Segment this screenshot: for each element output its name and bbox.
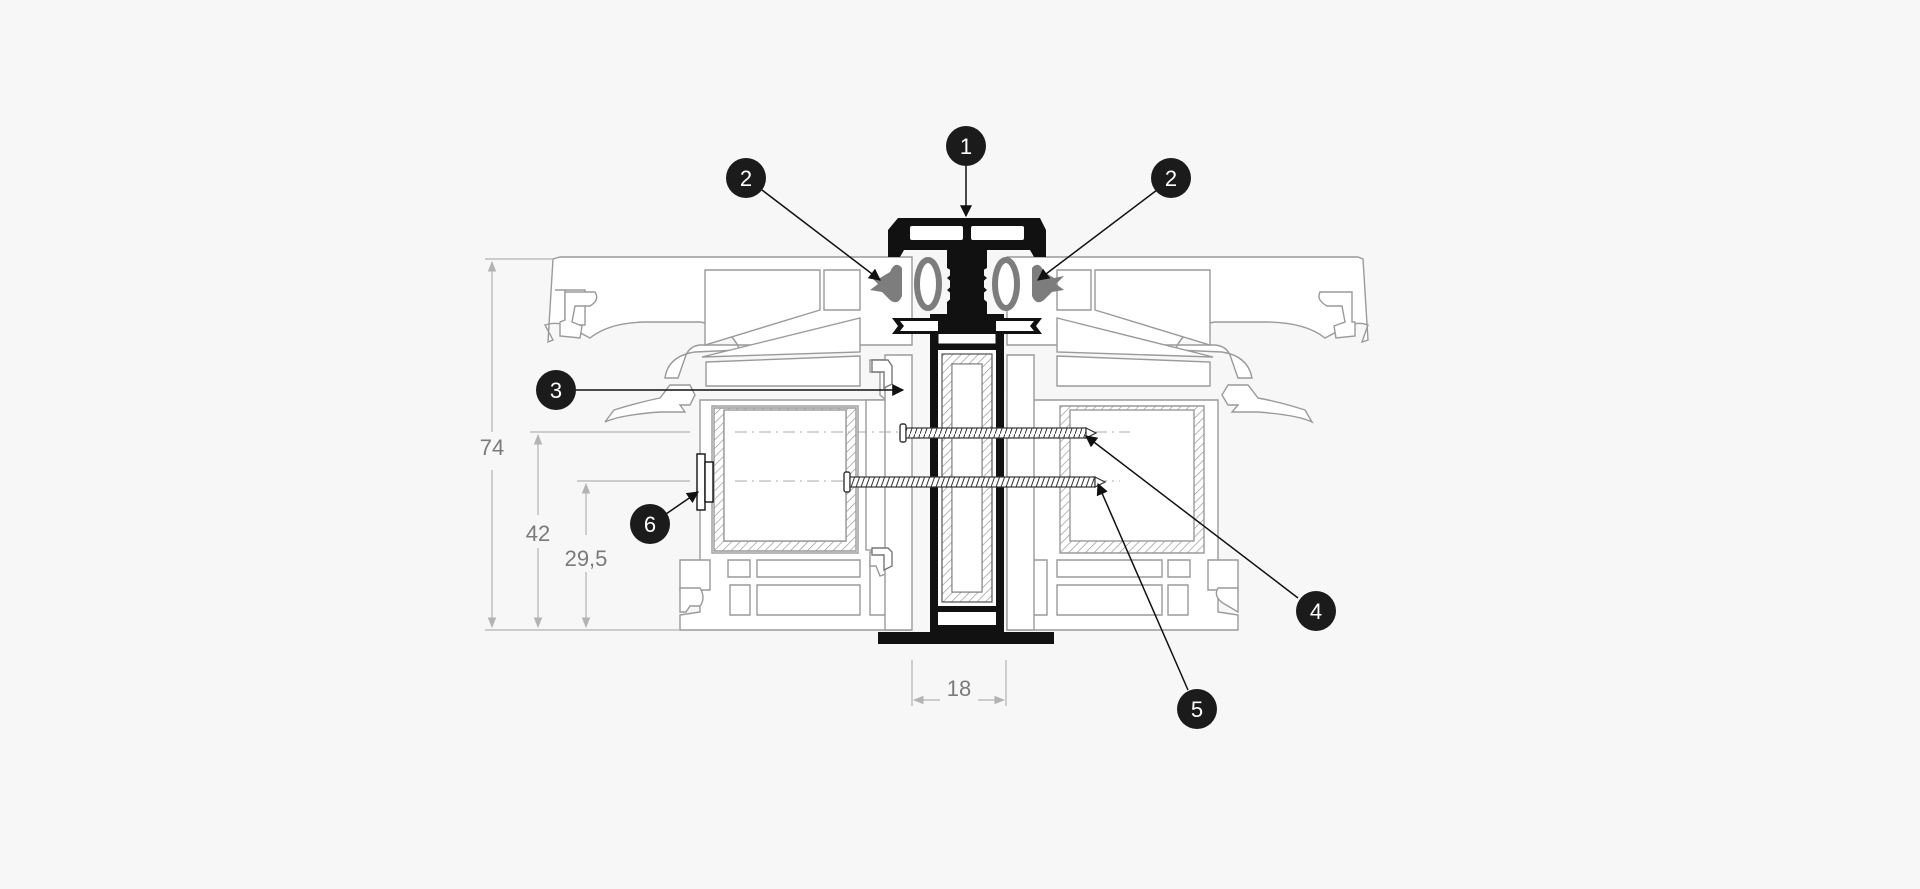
callout-1-number: 1 [960, 134, 972, 159]
dimension-18-label: 18 [947, 676, 971, 701]
callout-3: 3 [536, 370, 576, 410]
left-profile [543, 256, 913, 631]
lower-screw [843, 471, 1107, 493]
dimension-74-label: 74 [480, 435, 504, 460]
callout-leaders [576, 166, 1299, 691]
face-plate [696, 453, 714, 511]
screws [735, 423, 1130, 493]
dimension-29-5-label: 29,5 [565, 546, 608, 571]
dimension-42-label: 42 [526, 521, 550, 546]
callout-5-number: 5 [1191, 697, 1203, 722]
callout-6-number: 6 [644, 512, 656, 537]
callout-2-left-number: 2 [740, 166, 752, 191]
callout-5: 5 [1177, 689, 1217, 729]
callout-4-number: 4 [1310, 599, 1322, 624]
callout-4: 4 [1296, 591, 1336, 631]
dimension-lines [485, 258, 1007, 706]
right-profile [1006, 256, 1369, 631]
callout-3-number: 3 [550, 378, 562, 403]
callout-1: 1 [946, 126, 986, 166]
callout-2-right-number: 2 [1165, 166, 1177, 191]
callout-2-right: 2 [1151, 158, 1191, 198]
callout-6: 6 [630, 504, 670, 544]
callout-2-left: 2 [726, 158, 766, 198]
